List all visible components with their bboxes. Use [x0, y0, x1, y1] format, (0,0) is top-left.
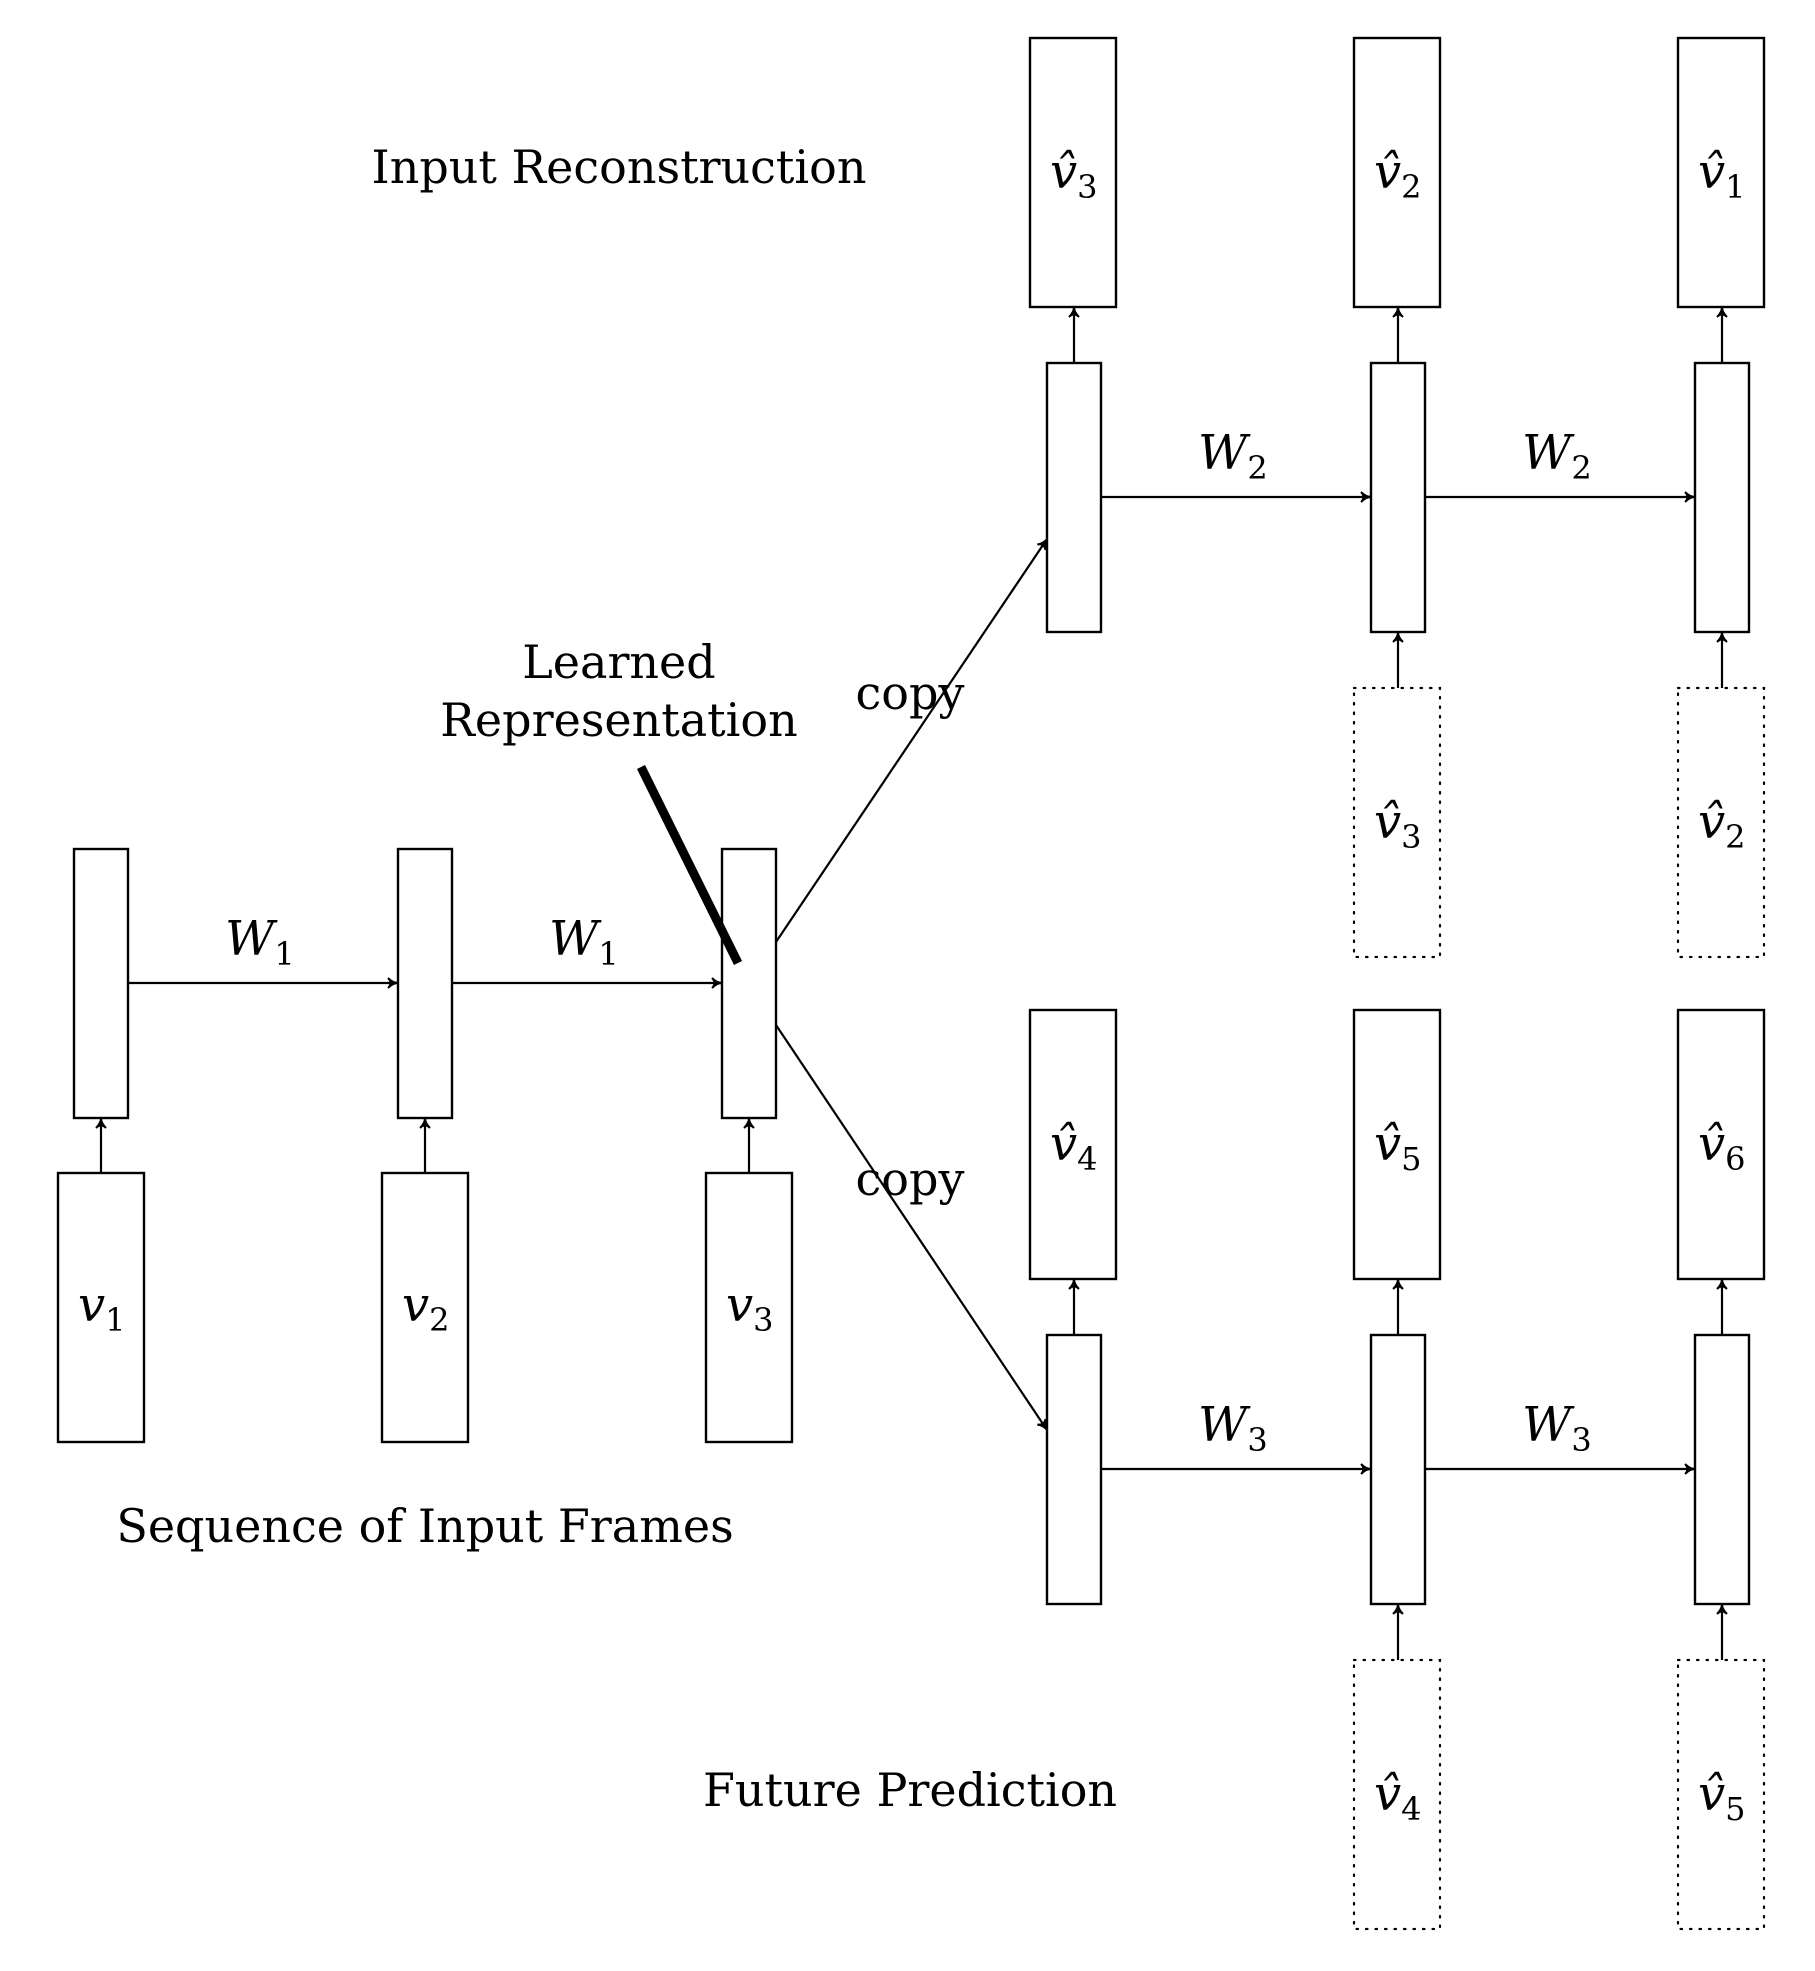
prediction-conditioning-2 [1676, 1658, 1766, 1931]
reconstruction-weight-label-1: W2 [1198, 425, 1268, 487]
input-label-3: v3 [726, 1277, 773, 1339]
prediction-output-label-3: v̂6 [1698, 1116, 1745, 1178]
encoder-weight-label-2: W1 [549, 911, 619, 973]
prediction-output-1 [1028, 1008, 1118, 1281]
input-label-2: v2 [402, 1277, 449, 1339]
prediction-hidden-2 [1369, 1333, 1427, 1606]
reconstruction-conditioning-1 [1352, 686, 1442, 959]
prediction-hidden-3 [1693, 1333, 1751, 1606]
copy-label-upper: copy [856, 666, 965, 720]
prediction-conditioning-label-2: v̂5 [1698, 1766, 1745, 1828]
prediction-output-3 [1676, 1008, 1766, 1281]
reconstruction-conditioning-2 [1676, 686, 1766, 959]
reconstruction-output-label-1: v̂3 [1050, 144, 1097, 206]
reconstruction-output-1 [1028, 36, 1118, 309]
input-frame-1 [56, 1171, 146, 1444]
reconstruction-hidden-3 [1693, 361, 1751, 634]
reconstruction-weight-label-2: W2 [1522, 425, 1592, 487]
prediction-weight-label-2: W3 [1522, 1397, 1592, 1459]
input-label-1: v1 [78, 1277, 125, 1339]
encoder-group: v1 v2 v3 W1 W1 [56, 847, 794, 1444]
input-reconstruction-label: Input Reconstruction [372, 140, 867, 194]
prediction-weight-label-1: W3 [1198, 1397, 1268, 1459]
reconstruction-output-label-2: v̂2 [1374, 144, 1421, 206]
copy-arrow-upper [775, 538, 1048, 943]
encoder-hidden-2 [396, 847, 454, 1120]
reconstruction-hidden-2 [1369, 361, 1427, 634]
encoder-hidden-3 [720, 847, 778, 1120]
reconstruction-output-label-3: v̂1 [1698, 144, 1745, 206]
reconstruction-conditioning-label-1: v̂3 [1374, 794, 1421, 856]
reconstruction-output-2 [1352, 36, 1442, 309]
encoder-hidden-1 [72, 847, 130, 1120]
prediction-conditioning-label-1: v̂4 [1374, 1766, 1421, 1828]
copy-arrow-lower [775, 1024, 1048, 1431]
prediction-conditioning-1 [1352, 1658, 1442, 1931]
encoder-weight-label-1: W1 [225, 911, 295, 973]
reconstruction-hidden-1 [1045, 361, 1103, 634]
input-frame-2 [380, 1171, 470, 1444]
prediction-hidden-1 [1045, 1333, 1103, 1606]
learned-representation-pointer [636, 765, 743, 965]
sequence-of-input-frames-label: Sequence of Input Frames [116, 1499, 733, 1553]
prediction-output-label-1: v̂4 [1050, 1116, 1097, 1178]
future-prediction-label: Future Prediction [703, 1763, 1117, 1817]
prediction-output-2 [1352, 1008, 1442, 1281]
prediction-output-label-2: v̂5 [1374, 1116, 1421, 1178]
learned-representation-line2: Representation [440, 693, 797, 747]
reconstruction-conditioning-label-2: v̂2 [1698, 794, 1745, 856]
learned-representation-line1: Learned [522, 635, 715, 689]
prediction-decoder-group: v̂4 v̂5 v̂6 v̂4 v̂5 W3 W3 [1028, 1008, 1766, 1931]
copy-label-lower: copy [856, 1152, 965, 1206]
reconstruction-decoder-group: v̂3 v̂2 v̂1 v̂3 v̂2 W2 W2 [1028, 36, 1766, 959]
